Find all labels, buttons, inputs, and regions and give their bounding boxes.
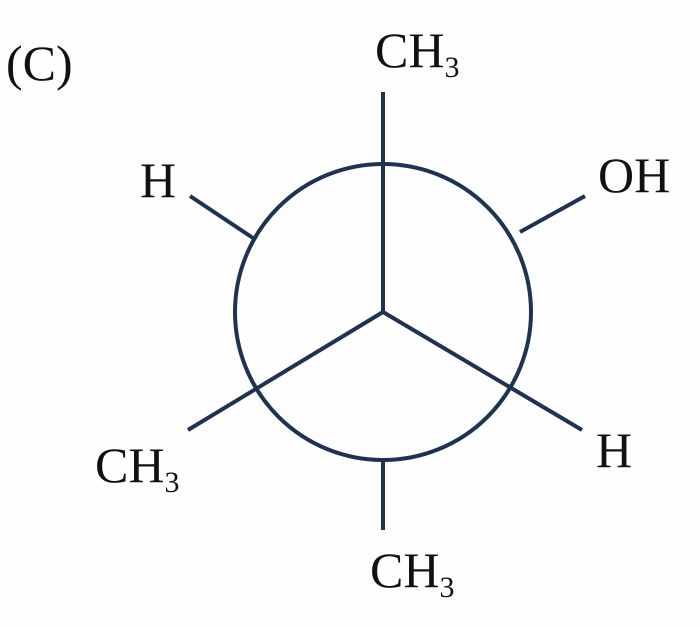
front-bond-lower-left [186,310,385,432]
substituent-back-upper-right: OH [598,147,671,203]
substituent-back-upper-left: H [140,152,177,208]
rear-bond-upper-left [188,194,255,240]
substituent-front-lower-left: CH3 [95,437,180,499]
front-bond-lower-right [381,310,584,432]
rear-bond-upper-right [519,194,586,234]
substituent-front-top: CH3 [375,22,460,84]
substituent-back-bottom: CH3 [370,542,455,604]
substituent-front-lower-right: H [596,422,633,478]
panel-label: (C) [6,35,73,91]
